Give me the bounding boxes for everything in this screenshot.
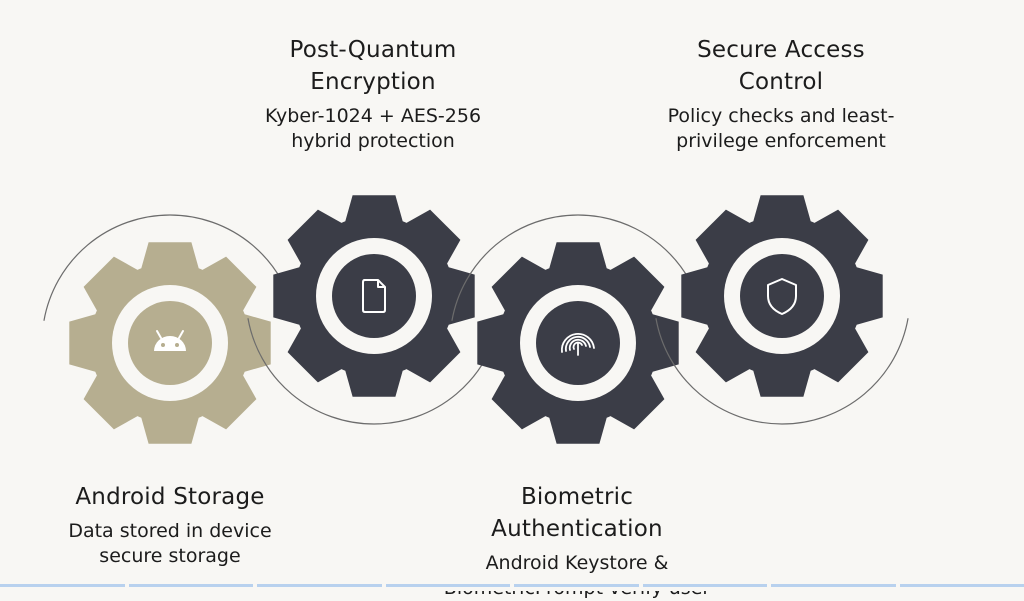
step-1-title-line: Android Storage <box>30 481 310 513</box>
step-3-desc-line: Android Keystore & <box>427 551 727 576</box>
step-2-description: Kyber-1024 + AES-256 hybrid protection <box>233 104 513 154</box>
loading-progress-strip <box>0 584 1024 587</box>
step-4-title-line: Control <box>641 66 921 98</box>
gear-step-4 <box>656 195 908 424</box>
step-4-desc-line: Policy checks and least- <box>641 104 921 129</box>
step-2-title: Post-Quantum Encryption <box>233 34 513 98</box>
progress-segment <box>900 584 1024 587</box>
progress-segment <box>129 584 254 587</box>
step-3-title-line: Authentication <box>427 513 727 545</box>
progress-segment <box>0 584 125 587</box>
step-2-label: Post-Quantum Encryption Kyber-1024 + AES… <box>233 34 513 154</box>
gear-hub <box>740 254 824 338</box>
progress-segment <box>771 584 896 587</box>
step-3-description: Android Keystore & BiometricPrompt verif… <box>427 551 727 601</box>
progress-segment <box>257 584 382 587</box>
step-1-desc-line: Data stored in device <box>30 519 310 544</box>
step-1-desc-line: secure storage <box>30 544 310 569</box>
gear-hub <box>332 254 416 338</box>
step-2-title-line: Encryption <box>233 66 513 98</box>
progress-segment <box>386 584 511 587</box>
step-4-description: Policy checks and least- privilege enfor… <box>641 104 921 154</box>
gear-step-1 <box>44 215 296 444</box>
step-1-label: Android Storage Data stored in device se… <box>30 481 310 569</box>
gear-step-3 <box>452 215 704 444</box>
gear-step-2 <box>248 195 500 424</box>
progress-segment <box>514 584 639 587</box>
step-3-title-line: Biometric <box>427 481 727 513</box>
step-4-title: Secure Access Control <box>641 34 921 98</box>
step-3-title: Biometric Authentication <box>427 481 727 545</box>
step-4-title-line: Secure Access <box>641 34 921 66</box>
progress-segment <box>643 584 768 587</box>
step-1-title: Android Storage <box>30 481 310 513</box>
step-1-description: Data stored in device secure storage <box>30 519 310 569</box>
step-2-desc-line: hybrid protection <box>233 129 513 154</box>
step-2-title-line: Post-Quantum <box>233 34 513 66</box>
step-2-desc-line: Kyber-1024 + AES-256 <box>233 104 513 129</box>
step-4-desc-line: privilege enforcement <box>641 129 921 154</box>
step-4-label: Secure Access Control Policy checks and … <box>641 34 921 154</box>
